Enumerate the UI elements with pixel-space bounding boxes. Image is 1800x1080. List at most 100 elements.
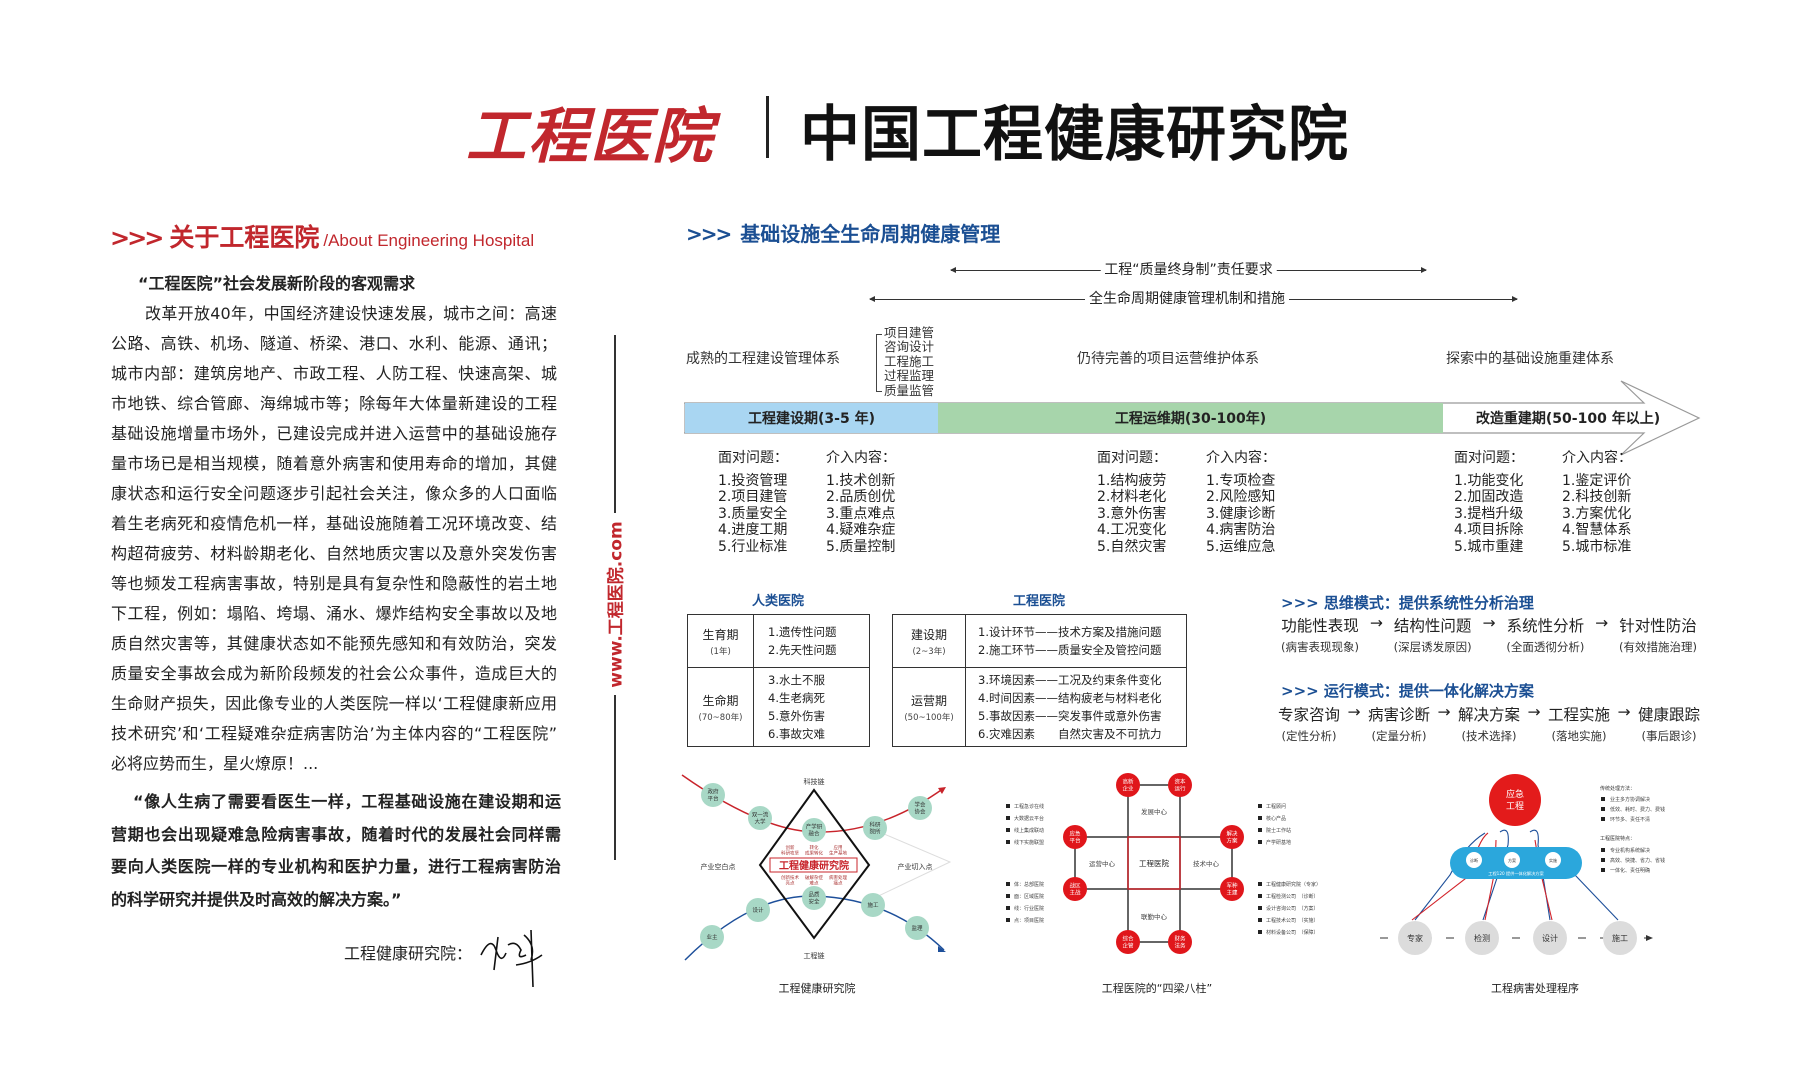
pillar-label: 主建 <box>1226 888 1238 896</box>
feature-item: 工程技术公司 （实施） <box>1266 917 1319 924</box>
pill-node <box>1504 852 1520 868</box>
lifecycle-heading: >>>基础设施全生命周期健康管理 <box>686 218 1000 247</box>
flow-step: 针对性防治(有效措施治理) <box>1619 614 1697 655</box>
bullet-icon <box>1258 828 1262 832</box>
center-square <box>1127 836 1181 890</box>
list-item: 4.病害防治 <box>1206 522 1276 538</box>
list-item: 4.智慧体系 <box>1562 522 1632 538</box>
center-name: 技术中心 <box>1193 859 1220 868</box>
faint-wedge <box>869 827 952 901</box>
arrow-icon <box>1646 935 1653 941</box>
list-item: 3.重点难点 <box>826 505 896 522</box>
bullet-icon <box>1601 868 1605 872</box>
node-label: 院所 <box>869 827 881 835</box>
stage-cell: 生命期(70~80年) <box>687 667 754 747</box>
note-label: 成果转化 <box>805 849 823 856</box>
bullet-icon <box>1601 797 1605 801</box>
step-label: 专家咨询 <box>1278 706 1341 724</box>
note-label: 亮点 <box>786 879 795 886</box>
operation-mode-flow: 专家咨询(定性分析)→病害诊断(定量分析)→解决方案(技术选择)→工程实施(落地… <box>1278 703 1700 744</box>
list-item: 3.方案优化 <box>1562 505 1632 522</box>
feature-item: 大数据云平台 <box>1014 815 1044 822</box>
note-label: 科研攻坚 <box>781 849 799 856</box>
note-label: 难点 <box>810 879 819 886</box>
pillar-label: 平台 <box>1069 836 1081 844</box>
node-circle <box>908 796 932 820</box>
step-label: 针对性防治 <box>1619 617 1697 635</box>
list-item: 3.质量安全 <box>718 505 788 522</box>
website-link[interactable]: www.工程医院.com <box>606 520 627 688</box>
diagram-caption: 工程健康研究院 <box>779 981 856 995</box>
step-label: 功能性表现 <box>1281 617 1359 635</box>
signature-label: 工程健康研究院： <box>344 944 473 963</box>
feature-item: 线下实施联盟 <box>1014 839 1044 846</box>
step-circle <box>1533 921 1567 955</box>
pillar-circle <box>1063 825 1087 849</box>
title-divider <box>766 96 769 158</box>
flow-step: 健康跟踪(事后跟诊) <box>1638 703 1700 744</box>
feature-item: 设计咨询公司 （方案） <box>1266 905 1319 912</box>
pill-node-label: 诊断 <box>1470 857 1478 863</box>
arrow-icon <box>938 787 946 794</box>
bullet-icon <box>1258 906 1262 910</box>
bullet-icon <box>1258 930 1262 934</box>
thinking-mode-title: >>> 思维模式：提供系统性分析治理 <box>1281 594 1534 612</box>
bullet-icon <box>1006 840 1010 844</box>
step-note: (落地实施) <box>1551 729 1607 743</box>
feature-item: 专业机构系统解决 <box>1610 847 1650 854</box>
bullet-icon <box>1006 918 1010 922</box>
node-circle <box>905 916 929 940</box>
feature-item: 体：总部医院 <box>1014 881 1044 888</box>
note-label: 创新 <box>786 844 795 851</box>
feature-item: 线：行业医院 <box>1014 905 1044 912</box>
bullet-icon <box>1258 918 1262 922</box>
quote-line: 营期也会出现疑难急险病害事故，随着时代的发展社会同样需 <box>111 824 561 844</box>
center-label: 工程医院 <box>1139 858 1169 868</box>
pill-node-label: 方案 <box>1508 857 1516 863</box>
step-label: 病害诊断 <box>1367 706 1430 724</box>
arrow-right-icon: → <box>1617 703 1631 721</box>
note-label: 转化 <box>810 844 819 851</box>
node-label: 大学 <box>754 817 766 825</box>
bullet-icon <box>1258 840 1262 844</box>
pillar-label: 战区 <box>1069 881 1081 889</box>
pillar-circle <box>1220 825 1244 849</box>
four-beams-eight-pillars-diagram: 工程医院发展中心运营中心技术中心联勤中心高新企业资本运行应急平台战区主战解决方案… <box>1006 773 1321 995</box>
pillar-label: 资本 <box>1174 777 1186 785</box>
traditional-item: 低效、耗时、费力、费钱 <box>1610 806 1665 813</box>
list-item: 2.加固改造 <box>1454 489 1524 505</box>
pillar-label: 解决 <box>1226 829 1238 837</box>
stage-cell: 建设期(2~3年) <box>892 614 966 668</box>
center-name: 运营中心 <box>1089 859 1116 868</box>
column-header: 介入内容： <box>1206 450 1276 466</box>
list-item: 3.健康诊断 <box>1206 505 1276 522</box>
top-label: 科技链 <box>804 777 825 786</box>
node-circle <box>701 783 725 807</box>
list-item: 1.鉴定评价 <box>1562 472 1632 489</box>
node-circle <box>746 898 770 922</box>
node-label: 科研 <box>869 820 881 828</box>
center-name: 发展中心 <box>1141 807 1168 816</box>
feature-item: 点：项目医院 <box>1014 917 1044 924</box>
note-label: 病害处理 <box>829 874 847 881</box>
quote-line: 要向人类医院一样的专业机构和医护力量，进行工程病害防治 <box>111 857 561 876</box>
arrow-right-icon: → <box>1482 614 1496 632</box>
quote-line: “像人生病了需要看医生一样，工程基础设施在建设期和运 <box>133 792 561 811</box>
body-line: 质自然灾害等，其健康状态如不能预先感知和有效防治，突发 <box>111 634 557 653</box>
flow-step: 专家咨询(定性分析) <box>1278 703 1340 744</box>
pillar-label: 运行 <box>1174 784 1186 792</box>
stage-cell: 运营期(50~100年) <box>892 667 966 747</box>
pillar-label: 法务 <box>1174 941 1186 949</box>
list-item: 2.材料老化 <box>1097 489 1167 505</box>
website-url[interactable]: www.工程医院.com <box>598 518 630 690</box>
node-circle <box>700 925 724 949</box>
body-line: 量市场已是相当规模，随着意外病害和使用寿命的增加，其健 <box>111 454 557 473</box>
list-item: 5.运维应急 <box>1206 538 1276 555</box>
list-item: 4.进度工期 <box>718 522 788 538</box>
feature-item: 工程健康研究院（专家） <box>1266 881 1321 888</box>
step-label: 设计 <box>1542 933 1558 943</box>
